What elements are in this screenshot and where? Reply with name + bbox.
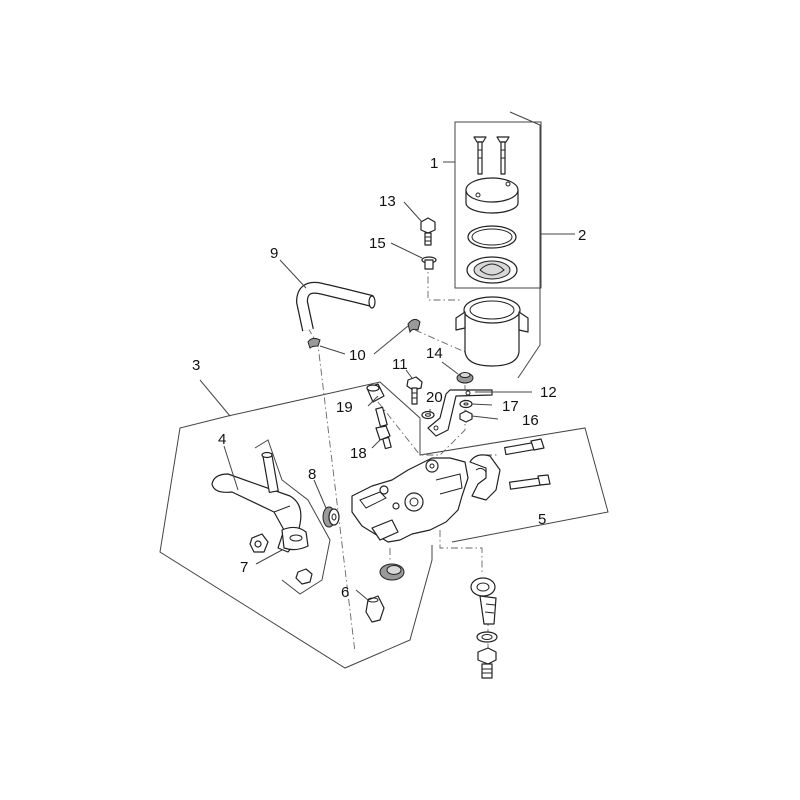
callout-4: 4	[218, 431, 226, 448]
screw-washer	[421, 410, 435, 420]
fluid-reservoir	[455, 296, 529, 367]
clamp-bolts	[504, 438, 551, 490]
callout-14: 14	[426, 345, 443, 362]
lever-adjuster	[249, 526, 313, 585]
spacer-bushing	[421, 256, 437, 270]
callout-10: 10	[349, 347, 366, 364]
callout-20: 20	[426, 389, 443, 406]
callout-16: 16	[522, 412, 539, 429]
master-cylinder-assembly-frame	[159, 379, 609, 669]
reservoir-grommet	[456, 372, 474, 384]
bleeder-cap	[366, 383, 385, 403]
callout-3: 3	[192, 357, 200, 374]
callout-7: 7	[240, 559, 248, 576]
banjo-fitting	[470, 577, 497, 625]
lever-pivot-pin	[261, 451, 279, 494]
bracket-screw	[406, 376, 423, 405]
reservoir-hose	[295, 281, 376, 332]
callout-11: 11	[392, 356, 408, 373]
callout-labels: 1 2 3 4 5 6 7 8 9 10 11 12 13 14 15 16 1…	[192, 155, 586, 601]
cap-gasket	[467, 225, 517, 249]
piston-boot	[322, 506, 340, 528]
callout-5: 5	[538, 511, 546, 528]
master-cylinder-body	[351, 457, 469, 543]
cover-screws	[473, 136, 510, 175]
reservoir-kit-frame	[454, 111, 575, 379]
callout-17: 17	[502, 398, 519, 415]
callout-9: 9	[270, 245, 278, 262]
callout-leaders	[223, 161, 532, 601]
callout-15: 15	[369, 235, 386, 252]
callout-13: 13	[379, 193, 396, 210]
callout-12: 12	[540, 384, 557, 401]
callout-19: 19	[336, 399, 353, 416]
lever-subframe	[254, 439, 331, 595]
reservoir-diaphragm	[466, 256, 518, 284]
banjo-bolt	[477, 647, 497, 679]
mounting-bolt	[420, 217, 436, 246]
callout-8: 8	[308, 466, 316, 483]
bracket-nut	[459, 410, 473, 423]
bracket-washer	[459, 399, 473, 409]
bleeder-valve	[375, 406, 392, 450]
callout-18: 18	[350, 445, 367, 462]
hose-fitting-grommet	[379, 563, 405, 581]
banjo-washer	[476, 631, 498, 643]
hose-fitting	[365, 595, 385, 623]
hose-clamps	[307, 318, 421, 349]
callout-1: 1	[430, 155, 438, 172]
callout-2: 2	[578, 227, 586, 244]
reservoir-cap	[465, 177, 519, 214]
handlebar-clamp	[469, 454, 501, 501]
brake-lever	[211, 473, 302, 553]
callout-6: 6	[341, 584, 349, 601]
